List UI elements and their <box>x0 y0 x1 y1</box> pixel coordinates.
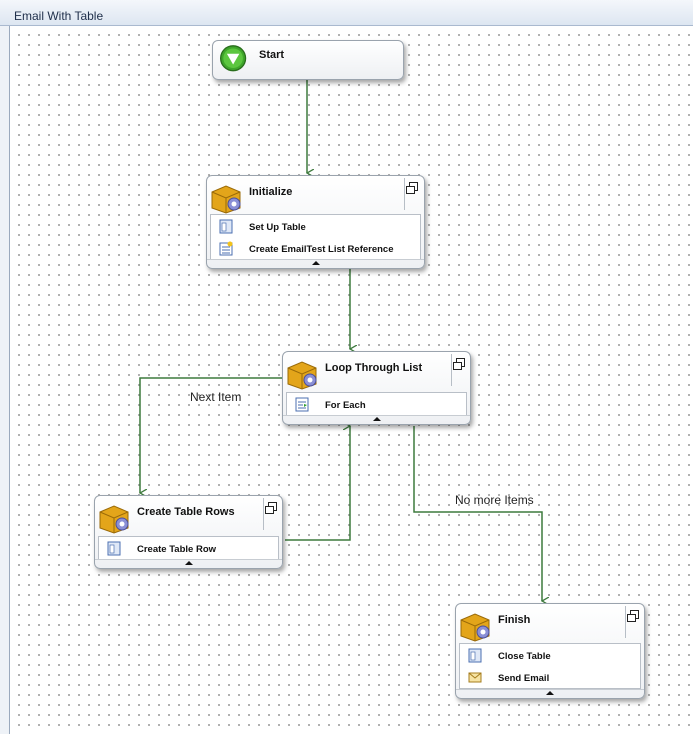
start-node-title: Start <box>259 49 285 61</box>
start-node[interactable]: Start <box>212 40 404 80</box>
window-titlebar: Email With Table <box>0 0 693 26</box>
for-each-icon <box>295 397 309 412</box>
activity-item-label: Close Table <box>498 651 551 662</box>
maximize-icon <box>453 358 465 370</box>
maximize-button[interactable] <box>451 354 470 386</box>
maximize-icon <box>627 610 639 622</box>
maximize-icon <box>406 182 418 194</box>
maximize-icon <box>265 502 277 514</box>
loop-node-title: Loop Through List <box>325 362 423 374</box>
window-title: Email With Table <box>14 9 104 23</box>
rows-node-body: Create Table Row <box>98 536 279 560</box>
collapse-grip[interactable] <box>456 689 644 698</box>
collapse-grip[interactable] <box>283 415 470 424</box>
initialize-node-title: Initialize <box>249 186 293 198</box>
initialize-node[interactable]: Initialize Set Up Table Create EmailTest… <box>206 175 425 269</box>
connector-rows-loop <box>285 426 350 541</box>
connector-next-item <box>140 377 283 493</box>
activity-item[interactable]: Set Up Table <box>211 216 420 238</box>
left-panel-edge <box>0 26 10 734</box>
collapse-grip[interactable] <box>95 559 282 568</box>
activity-item[interactable]: Create EmailTest List Reference <box>211 238 420 260</box>
table-icon <box>219 219 233 234</box>
activity-item[interactable]: Create Table Row <box>99 538 278 560</box>
finish-node-title: Finish <box>498 614 531 626</box>
activity-box-gear-icon <box>99 505 129 534</box>
activity-item[interactable]: For Each <box>287 394 466 416</box>
initialize-node-body: Set Up Table Create EmailTest List Refer… <box>210 214 421 260</box>
maximize-button[interactable] <box>404 178 423 210</box>
list-reference-icon <box>219 241 233 256</box>
rows-node-title: Create Table Rows <box>137 506 235 518</box>
start-icon <box>220 45 247 72</box>
activity-item[interactable]: Close Table <box>460 645 640 667</box>
loop-through-list-node[interactable]: Loop Through List For Each <box>282 351 471 425</box>
collapse-grip[interactable] <box>207 259 424 268</box>
activity-box-gear-icon <box>211 185 241 214</box>
maximize-button[interactable] <box>263 498 282 530</box>
table-icon <box>468 648 482 663</box>
activity-box-gear-icon <box>287 361 317 390</box>
activity-item-label: Create Table Row <box>137 544 217 555</box>
loop-node-body: For Each <box>286 392 467 416</box>
activity-box-gear-icon <box>460 613 490 642</box>
connector-no-more-items <box>413 426 542 601</box>
connector-label-next-item: Next Item <box>190 390 242 404</box>
activity-item[interactable]: Send Email <box>460 667 640 689</box>
activity-item-label: Set Up Table <box>249 222 306 233</box>
table-icon <box>107 541 121 556</box>
finish-node[interactable]: Finish Close Table Send Email <box>455 603 645 699</box>
finish-node-body: Close Table Send Email <box>459 643 641 689</box>
activity-item-label: Send Email <box>498 673 550 684</box>
connector-label-no-more-items: No more Items <box>455 493 534 507</box>
create-table-rows-node[interactable]: Create Table Rows Create Table Row <box>94 495 283 569</box>
activity-item-label: For Each <box>325 400 366 411</box>
activity-item-label: Create EmailTest List Reference <box>249 244 394 255</box>
maximize-button[interactable] <box>625 606 644 638</box>
email-icon <box>468 672 482 683</box>
